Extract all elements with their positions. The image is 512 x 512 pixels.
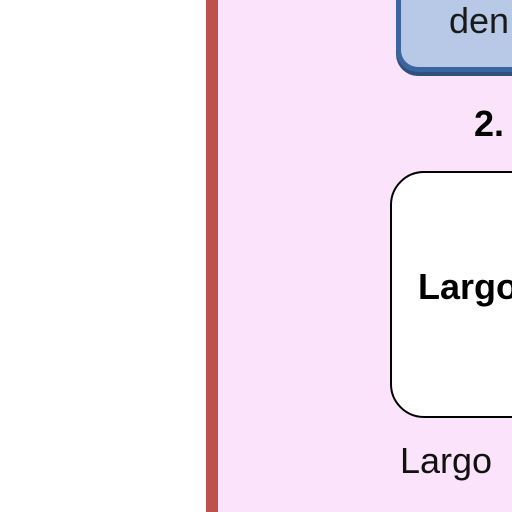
white-box-text: Largo: [418, 266, 512, 307]
left-white-margin: [0, 0, 206, 512]
step-number-label: 2.: [474, 103, 505, 144]
red-accent-bar: [206, 0, 218, 512]
bottom-caption: Largo: [400, 440, 493, 481]
white-rounded-box: Largo: [390, 171, 512, 418]
blue-box-text: den: [449, 0, 510, 41]
blue-rounded-box: den: [396, 0, 512, 72]
